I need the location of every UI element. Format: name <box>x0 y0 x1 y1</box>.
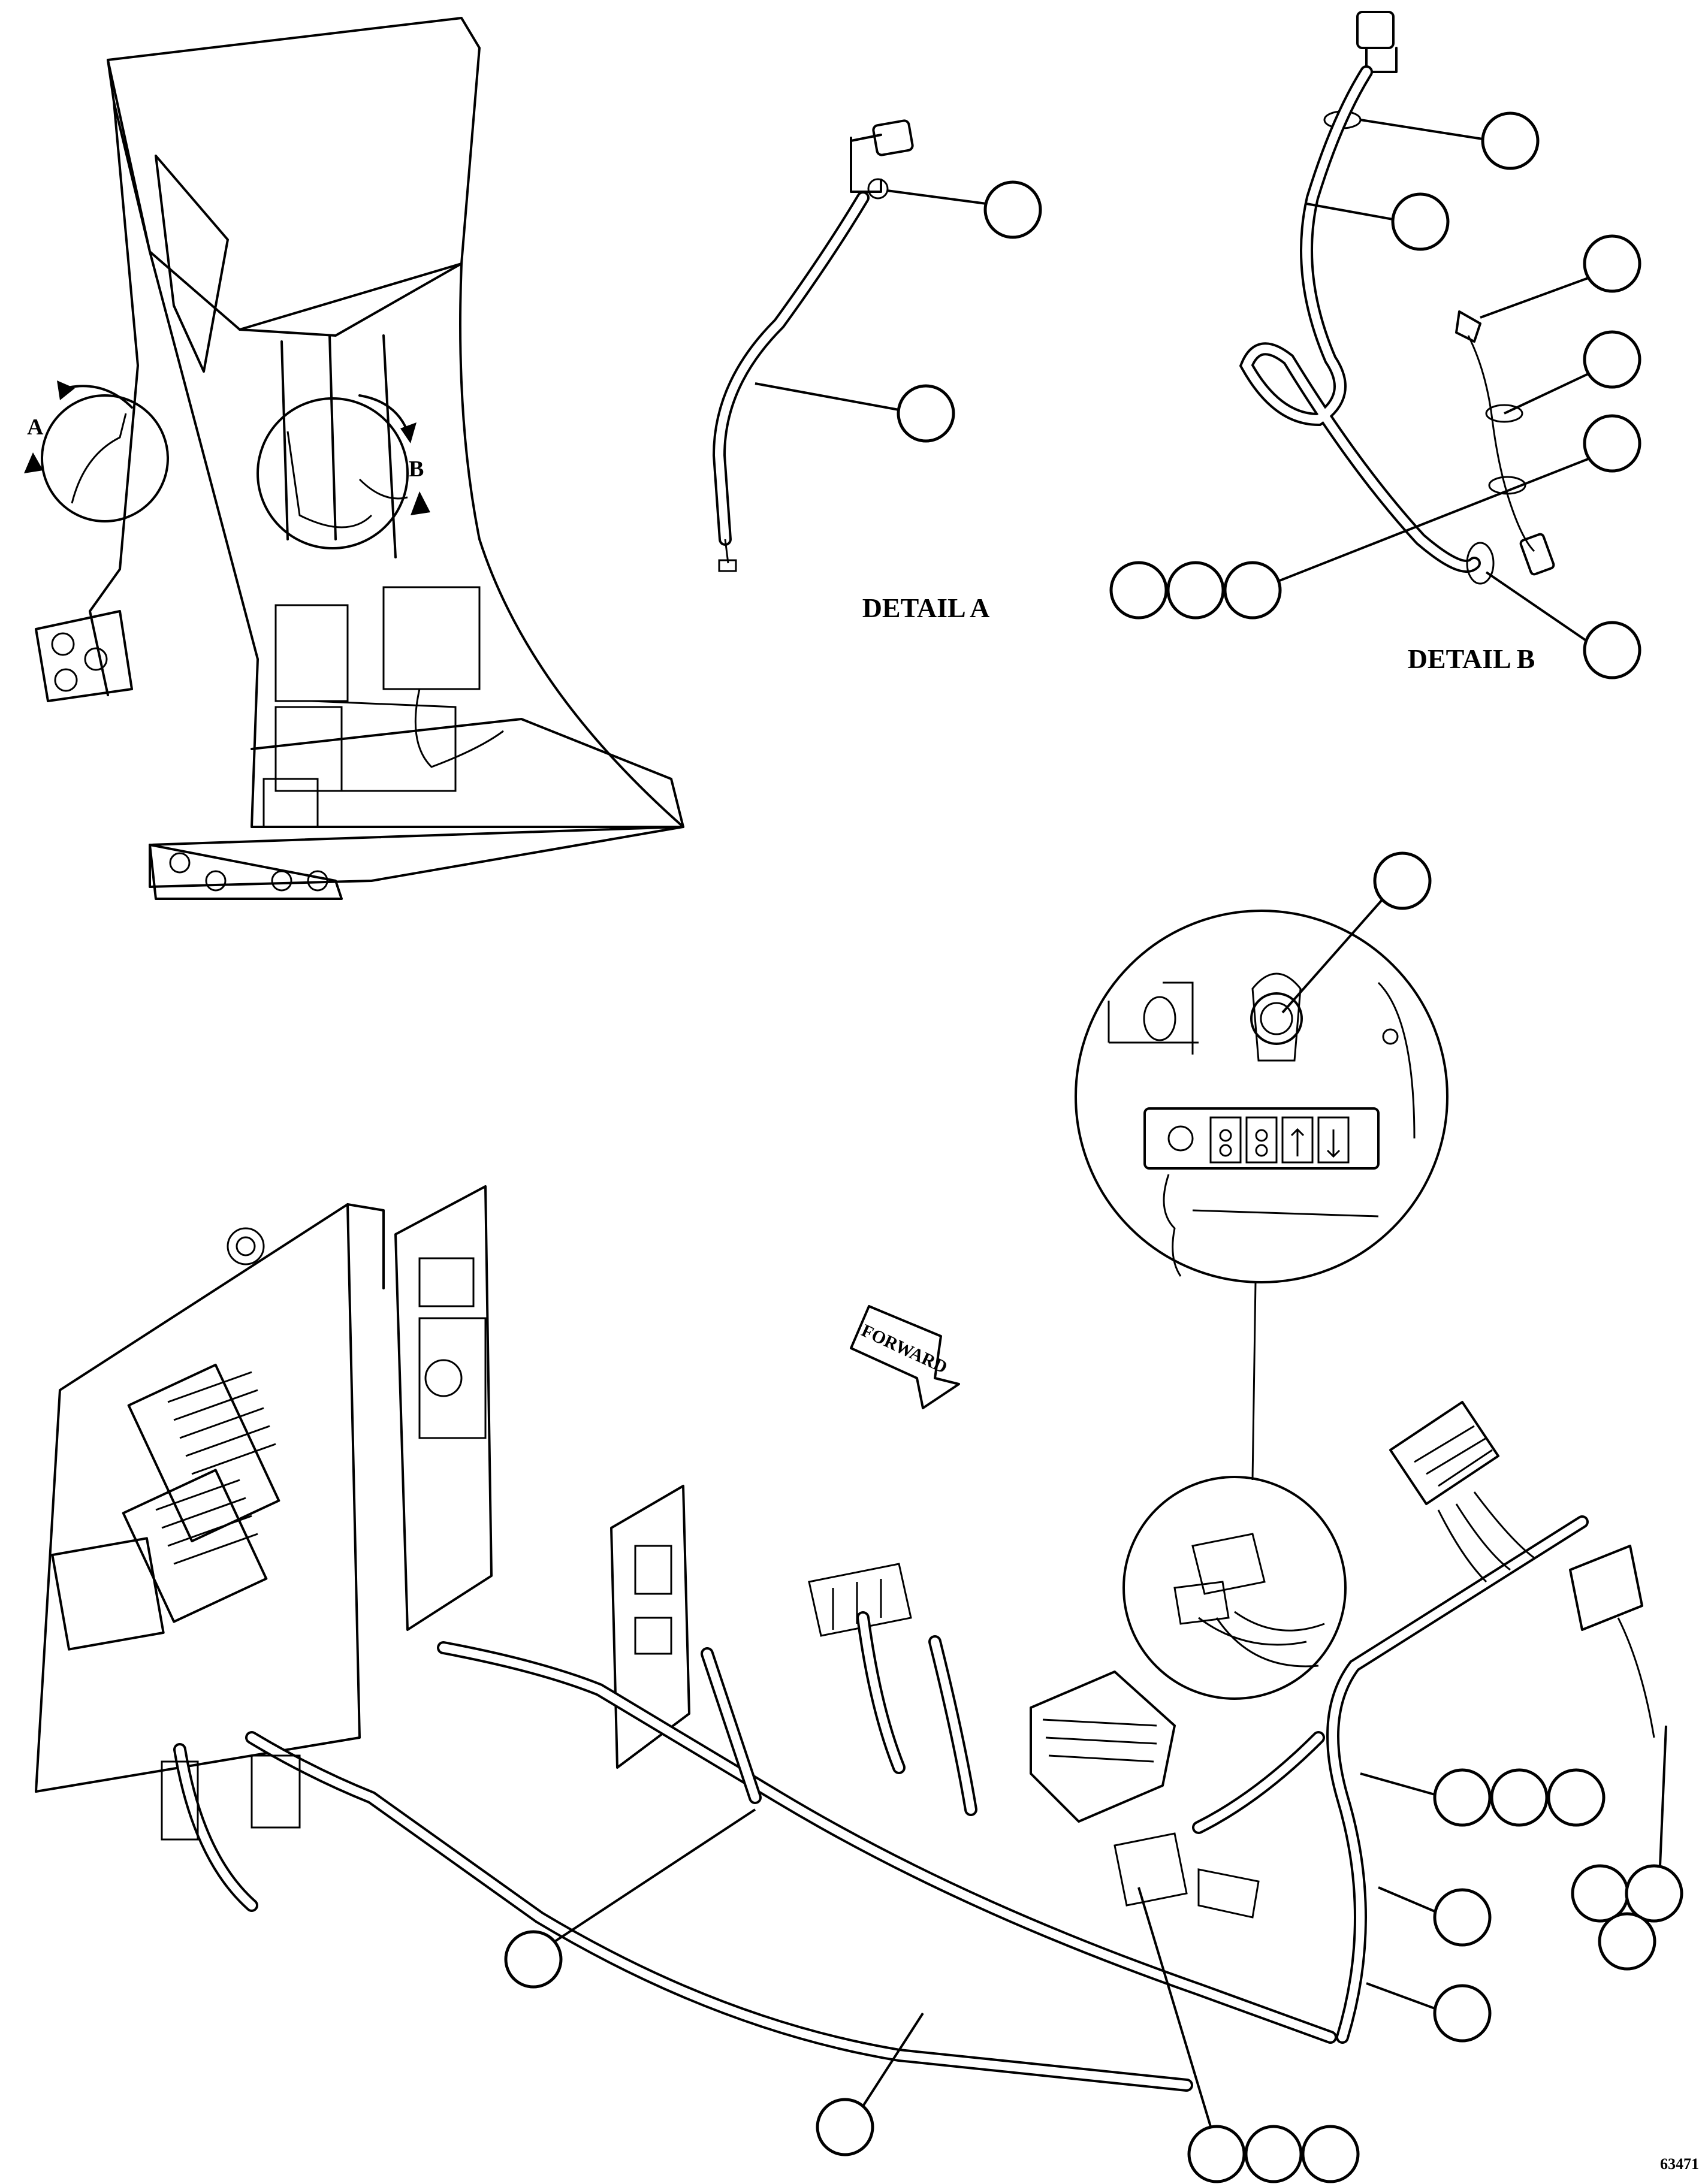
main-harness <box>35 1185 1655 2092</box>
view-a-arrowhead-top <box>57 380 75 400</box>
callout-bubble <box>1490 1768 1549 1827</box>
callout-bubble <box>1391 192 1450 251</box>
callout-bubble <box>1583 234 1641 293</box>
forward-label: FORWARD <box>858 1321 950 1378</box>
view-b-letter: B <box>409 457 424 482</box>
figure-number: 63471 <box>1660 2155 1699 2173</box>
callout-bubble <box>1223 561 1282 620</box>
callout-bubble <box>1301 2125 1360 2183</box>
view-b-arrowhead-bottom <box>411 491 430 515</box>
callout-bubble <box>1373 851 1432 910</box>
callout-bubble <box>897 384 955 443</box>
cab-assembly <box>35 17 684 900</box>
callout-bubble <box>1166 561 1225 620</box>
callout-bubble <box>1583 621 1641 679</box>
forward-arrow: FORWARD <box>850 1305 960 1409</box>
view-b-arrowhead-top <box>400 422 417 443</box>
detail-a-harness <box>712 119 914 572</box>
callout-bubble <box>1598 1912 1656 1971</box>
callout-bubble <box>1547 1768 1606 1827</box>
callout-bubble <box>1571 1864 1629 1923</box>
view-a-letter: A <box>27 415 44 440</box>
detail-b-label: DETAIL B <box>1408 644 1535 674</box>
callout-bubble <box>504 1930 563 1989</box>
switch-panel-detail <box>1075 910 1449 1481</box>
callout-bubble <box>1583 330 1641 389</box>
connector-detail-circle <box>1122 1476 1347 1700</box>
callout-bubble <box>1433 1768 1492 1827</box>
callout-bubble <box>1109 561 1168 620</box>
detail-b-harness <box>1239 11 1555 585</box>
callout-bubble <box>983 180 1042 239</box>
view-a-arrowhead-bottom <box>24 452 43 473</box>
callout-bubble <box>1187 2125 1246 2183</box>
callout-bubble <box>1433 1888 1492 1947</box>
callout-bubble <box>1433 1984 1492 2043</box>
detail-a-label: DETAIL A <box>862 593 990 623</box>
callout-bubble <box>1481 111 1540 170</box>
view-b-arrow-top <box>358 394 409 433</box>
callout-bubble <box>1244 2125 1303 2183</box>
callout-bubble <box>1583 414 1641 473</box>
callout-bubble <box>1625 1864 1683 1923</box>
callout-bubble <box>816 2098 874 2156</box>
